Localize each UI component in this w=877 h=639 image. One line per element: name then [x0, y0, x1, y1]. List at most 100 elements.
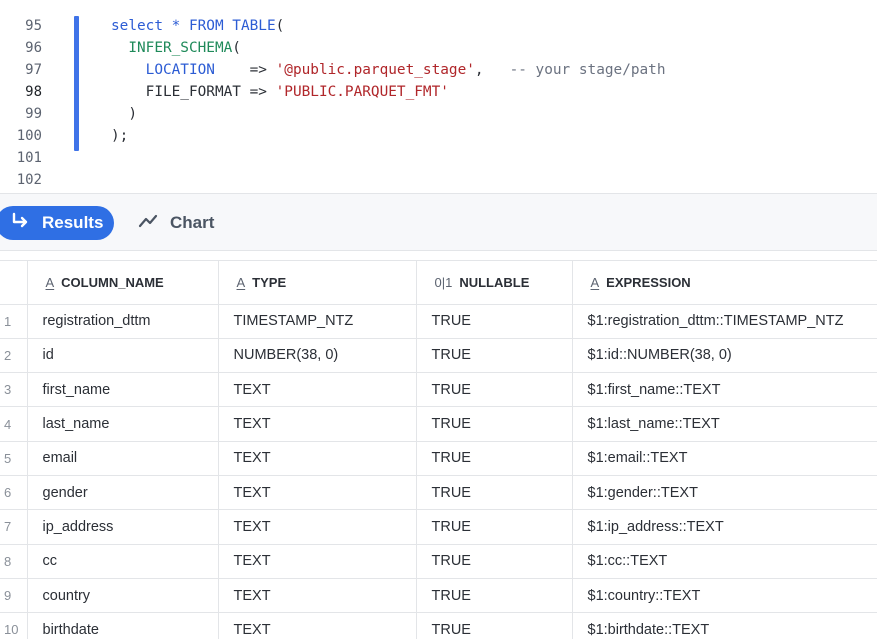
- code-line[interactable]: LOCATION => '@public.parquet_stage', -- …: [111, 59, 666, 81]
- line-number: 100: [16, 128, 42, 144]
- row-index-header: [0, 261, 28, 305]
- table-cell[interactable]: ip_address: [27, 509, 219, 545]
- table-cell[interactable]: TEXT: [218, 372, 417, 408]
- table-cell[interactable]: NUMBER(38, 0): [218, 338, 417, 374]
- code-token: ,: [474, 62, 510, 78]
- column-header-label: COLUMN_NAME: [61, 274, 164, 290]
- results-tab[interactable]: Results: [0, 206, 114, 240]
- table-cell[interactable]: TRUE: [416, 304, 573, 339]
- table-cell[interactable]: TIMESTAMP_NTZ: [218, 304, 417, 339]
- table-cell[interactable]: TRUE: [416, 544, 573, 579]
- code-token: 'PUBLIC.PARQUET_FMT': [275, 84, 449, 100]
- text-type-icon: A: [45, 274, 55, 290]
- row-index: 1: [0, 304, 28, 339]
- column-header-label: NULLABLE: [459, 274, 530, 290]
- row-index: 7: [0, 509, 28, 545]
- table-cell[interactable]: country: [27, 578, 219, 614]
- table-cell[interactable]: registration_dttm: [27, 304, 219, 339]
- table-cell[interactable]: $1:cc::TEXT: [572, 544, 877, 579]
- table-cell[interactable]: $1:ip_address::TEXT: [572, 509, 877, 545]
- table-cell[interactable]: id: [27, 338, 219, 374]
- code-token: =>: [214, 62, 276, 78]
- code-token: '@public.parquet_stage': [275, 62, 475, 78]
- code-line[interactable]: [111, 147, 666, 169]
- table-cell[interactable]: $1:gender::TEXT: [572, 475, 877, 511]
- table-cell[interactable]: cc: [27, 544, 219, 579]
- chart-tab[interactable]: Chart: [138, 206, 214, 240]
- table-cell[interactable]: TRUE: [416, 578, 573, 614]
- text-type-icon: A: [590, 274, 600, 290]
- code-line[interactable]: INFER_SCHEMA(: [111, 37, 666, 59]
- row-index: 3: [0, 372, 28, 408]
- line-number: 98: [25, 84, 42, 100]
- table-cell[interactable]: TEXT: [218, 544, 417, 579]
- table-cell[interactable]: TEXT: [218, 612, 417, 639]
- results-tab-label: Results: [42, 213, 104, 232]
- table-cell[interactable]: TEXT: [218, 475, 417, 511]
- table-cell[interactable]: TEXT: [218, 509, 417, 545]
- code-line[interactable]: ): [111, 103, 666, 125]
- line-number: 95: [25, 18, 42, 34]
- table-cell[interactable]: $1:registration_dttm::TIMESTAMP_NTZ: [572, 304, 877, 339]
- row-index: 6: [0, 475, 28, 511]
- table-cell[interactable]: gender: [27, 475, 219, 511]
- table-cell[interactable]: email: [27, 441, 219, 476]
- code-token: (: [232, 40, 241, 56]
- table-cell[interactable]: TRUE: [416, 509, 573, 545]
- column-header-column-name[interactable]: A COLUMN_NAME: [27, 261, 219, 305]
- table-cell[interactable]: $1:first_name::TEXT: [572, 372, 877, 408]
- column-header-nullable[interactable]: 0|1 NULLABLE: [416, 261, 573, 305]
- code-token: -- your stage/path: [509, 62, 666, 78]
- code-token: );: [111, 128, 129, 144]
- code-token: FILE_FORMAT =>: [111, 84, 276, 100]
- line-chart-icon: [138, 213, 158, 233]
- code-line[interactable]: );: [111, 125, 666, 147]
- table-cell[interactable]: $1:birthdate::TEXT: [572, 612, 877, 639]
- line-number: 101: [16, 150, 42, 166]
- table-cell[interactable]: $1:email::TEXT: [572, 441, 877, 476]
- row-index: 5: [0, 441, 28, 476]
- table-cell[interactable]: TRUE: [416, 406, 573, 442]
- row-index: 4: [0, 406, 28, 442]
- table-cell[interactable]: TRUE: [416, 612, 573, 639]
- return-arrow-icon: [10, 212, 32, 235]
- row-index: 8: [0, 544, 28, 579]
- code-line[interactable]: select * FROM TABLE(: [111, 15, 666, 37]
- table-cell[interactable]: TEXT: [218, 406, 417, 442]
- table-cell[interactable]: TRUE: [416, 338, 573, 374]
- table-cell[interactable]: $1:country::TEXT: [572, 578, 877, 614]
- table-cell[interactable]: TRUE: [416, 372, 573, 408]
- table-cell[interactable]: TRUE: [416, 475, 573, 511]
- table-cell[interactable]: TEXT: [218, 578, 417, 614]
- table-cell[interactable]: TEXT: [218, 441, 417, 476]
- table-cell[interactable]: birthdate: [27, 612, 219, 639]
- boolean-type-icon: 0|1: [434, 274, 453, 290]
- table-cell[interactable]: last_name: [27, 406, 219, 442]
- code-token: INFER_SCHEMA: [111, 40, 233, 56]
- table-cell[interactable]: $1:last_name::TEXT: [572, 406, 877, 442]
- table-cell[interactable]: first_name: [27, 372, 219, 408]
- table-cell[interactable]: $1:id::NUMBER(38, 0): [572, 338, 877, 374]
- code-line[interactable]: FILE_FORMAT => 'PUBLIC.PARQUET_FMT': [111, 81, 666, 103]
- row-index: 10: [0, 612, 28, 639]
- table-cell[interactable]: TRUE: [416, 441, 573, 476]
- row-index: 9: [0, 578, 28, 614]
- code-lines[interactable]: select * FROM TABLE( INFER_SCHEMA( LOCAT…: [111, 15, 666, 191]
- code-line[interactable]: [111, 169, 666, 191]
